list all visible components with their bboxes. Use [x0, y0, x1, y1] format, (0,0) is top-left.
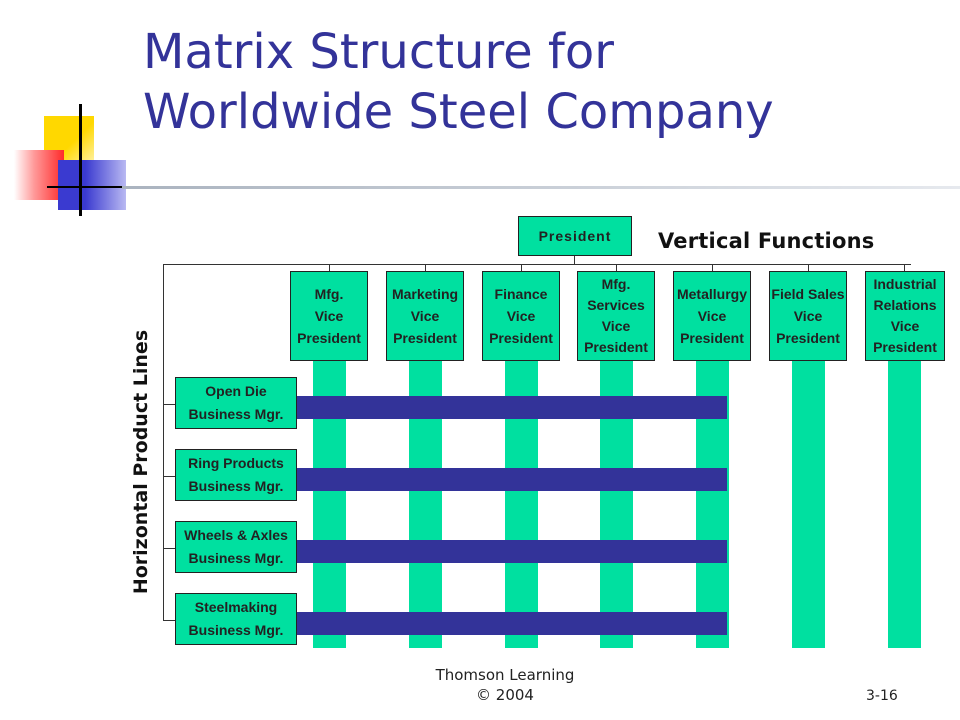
- connector-function-4: [616, 264, 617, 271]
- connector-product-2: [163, 476, 175, 477]
- product-box-open-die: Open Die Business Mgr.: [175, 377, 297, 429]
- product-line-bar-2: [297, 468, 727, 491]
- product-line-bar-3: [297, 540, 727, 563]
- vertical-functions-label: Vertical Functions: [658, 229, 875, 253]
- product-line-bar-1: [297, 396, 727, 419]
- footer-text: Thomson Learning © 2004: [435, 666, 575, 704]
- function-column-6: [792, 361, 825, 648]
- product-box-ring-products: Ring Products Business Mgr.: [175, 449, 297, 501]
- decor-horizontal-line: [47, 186, 129, 188]
- function-box-field-sales-vp: Field Sales Vice President: [769, 271, 847, 361]
- connector-president: [574, 256, 575, 265]
- product-line-bar-4: [297, 612, 727, 635]
- function-box-mfg-vp: Mfg. Vice President: [290, 271, 368, 361]
- decor-vertical-line: [79, 104, 82, 216]
- connector-function-5: [712, 264, 713, 271]
- function-column-7: [888, 361, 921, 648]
- slide-title: Matrix Structure for Worldwide Steel Com…: [143, 24, 774, 140]
- title-underline: [122, 186, 960, 189]
- decor-blue-square: [58, 160, 126, 210]
- function-box-finance-vp: Finance Vice President: [482, 271, 560, 361]
- connector-left-bus: [163, 264, 164, 621]
- slide-number: 3-16: [866, 688, 898, 704]
- connector-product-1: [163, 404, 175, 405]
- connector-product-3: [163, 548, 175, 549]
- horizontal-product-lines-label: Horizontal Product Lines: [130, 329, 152, 595]
- product-box-wheels-axles: Wheels & Axles Business Mgr.: [175, 521, 297, 573]
- connector-function-7: [904, 264, 905, 271]
- function-box-industrial-relations-vp: Industrial Relations Vice President: [865, 271, 945, 361]
- connector-function-2: [425, 264, 426, 271]
- president-box: President: [518, 216, 632, 256]
- product-box-steelmaking: Steelmaking Business Mgr.: [175, 593, 297, 645]
- connector-function-6: [808, 264, 809, 271]
- connector-function-3: [521, 264, 522, 271]
- function-box-marketing-vp: Marketing Vice President: [386, 271, 464, 361]
- connector-product-4: [163, 620, 175, 621]
- connector-function-1: [329, 264, 330, 271]
- function-box-metallurgy-vp: Metallurgy Vice President: [673, 271, 751, 361]
- function-box-mfg-services-vp: Mfg. Services Vice President: [577, 271, 655, 361]
- connector-top-bus: [163, 264, 911, 265]
- decor-red-square: [14, 150, 64, 200]
